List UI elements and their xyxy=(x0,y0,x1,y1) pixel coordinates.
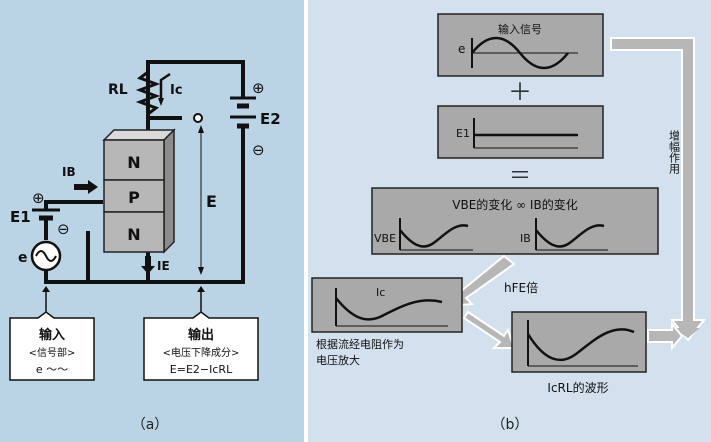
ib-label: IB xyxy=(62,165,76,179)
caption-a: （a） xyxy=(132,417,169,433)
output-box-sub: <电压下降成分> xyxy=(163,346,240,359)
input-signal-title: 输入信号 xyxy=(498,22,542,36)
panel-a-circuit: RL Ic ⊕ ⊖ E2 E xyxy=(0,0,304,442)
output-callout-box: 输出 <电压下降成分> E=E2−IcRL xyxy=(143,311,259,381)
resistor-rl xyxy=(135,70,161,116)
e2-label: E2 xyxy=(260,110,281,128)
sine-wave-icon xyxy=(35,250,57,262)
e1-minus-sign: ⊖ xyxy=(57,220,70,238)
battery-e1 xyxy=(32,205,60,240)
icrl-caption: IcRL的波形 xyxy=(547,380,608,395)
ic-box: Ic xyxy=(311,277,463,333)
plus-sign: ＋ xyxy=(508,78,532,106)
e1-plus-sign: ⊕ xyxy=(32,189,45,207)
side-label: 增幅作用 xyxy=(668,129,681,175)
side-arrow-into-icrl xyxy=(647,321,684,351)
input-sine-wave xyxy=(471,36,569,70)
vbe-wave xyxy=(399,224,469,248)
vbe-ib-box: VBE的变化 ∞ IB的变化 VBE IB xyxy=(371,187,659,255)
e2-plus-sign: ⊕ xyxy=(252,79,265,97)
caption-b: （b） xyxy=(492,417,529,433)
circuit-diagram: RL Ic ⊕ ⊖ E2 E xyxy=(9,60,281,433)
ic-box-label: Ic xyxy=(376,286,385,299)
e-source-label: e xyxy=(18,250,28,266)
output-terminal xyxy=(193,113,203,123)
layer-n-emitter: N xyxy=(127,225,140,244)
amplification-flow-diagram: 输入信号 e ＋ E1 ＝ VBE的变化 ∞ IB的变化 VBE xyxy=(311,13,707,433)
output-box-title: 输出 xyxy=(188,327,214,343)
input-box-sub: <信号部> xyxy=(29,346,76,359)
input-box-title: 输入 xyxy=(39,327,65,343)
hfe-label: hFE倍 xyxy=(504,280,538,295)
amplification-side-arrow: 增幅作用 xyxy=(610,37,707,342)
layer-p-base: P xyxy=(128,188,140,207)
layer-n-collector: N xyxy=(127,153,140,172)
icrl-wave xyxy=(526,328,635,362)
e2-minus-sign: ⊖ xyxy=(252,141,265,159)
ib-arrow xyxy=(74,180,98,194)
input-callout-box: 输入 <信号部> e 〜〜 xyxy=(9,311,95,381)
ic-to-icrl-arrow xyxy=(462,310,516,349)
ib-wave xyxy=(535,224,605,248)
ie-arrow xyxy=(141,256,155,274)
resistor-text-line1: 根据流经电阻作为 xyxy=(316,337,404,351)
e1-label: E1 xyxy=(10,208,31,226)
e-label: E xyxy=(206,192,217,211)
e1-dc-box: E1 xyxy=(437,105,604,159)
battery-e2 xyxy=(230,90,256,142)
ie-label: IE xyxy=(157,259,170,273)
e1-dc-label: E1 xyxy=(456,127,470,140)
input-signal-box: 输入信号 e xyxy=(437,13,604,77)
ic-label: Ic xyxy=(170,83,183,98)
icrl-box xyxy=(511,311,647,373)
vbe-label: VBE xyxy=(374,232,396,245)
equals-sign: ＝ xyxy=(509,164,531,189)
ic-wave xyxy=(335,297,443,321)
input-e-label: e xyxy=(458,42,465,56)
panel-b-flow: 输入信号 e ＋ E1 ＝ VBE的变化 ∞ IB的变化 VBE xyxy=(308,0,711,442)
rl-label: RL xyxy=(108,82,128,98)
ic-arrow xyxy=(159,72,171,98)
output-box-formula: E=E2−IcRL xyxy=(170,363,233,376)
resistor-text-line2: 电压放大 xyxy=(316,353,360,367)
transistor-npn: N P N xyxy=(102,128,176,254)
input-box-formula: e 〜〜 xyxy=(36,363,68,376)
vbe-ib-title: VBE的变化 ∞ IB的变化 xyxy=(452,197,577,212)
ib-wave-label: IB xyxy=(520,232,531,245)
